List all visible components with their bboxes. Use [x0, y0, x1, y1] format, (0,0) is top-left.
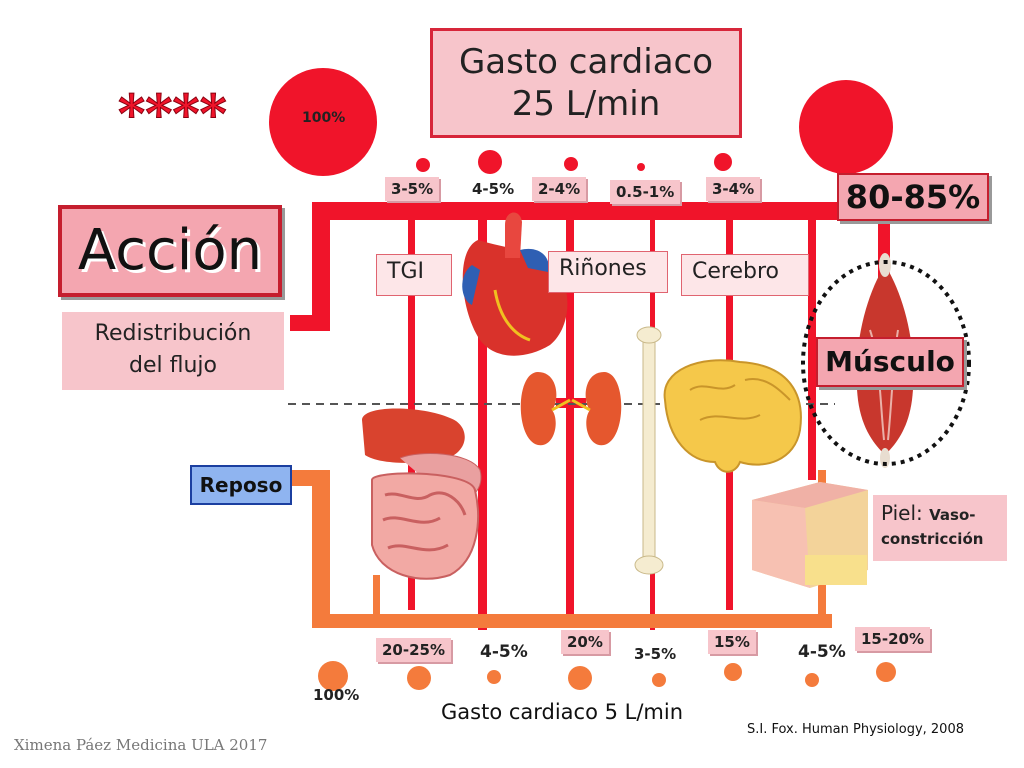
kidneys-rest-percent: 20% — [561, 630, 609, 654]
bone-illustration — [634, 326, 664, 575]
total-action-percent: 100% — [302, 110, 346, 126]
skin-rest-percent: 4-5% — [798, 642, 846, 662]
kidneys-illustration — [520, 372, 622, 446]
total-flow-circle-action — [269, 68, 377, 176]
brain-flow-dot-action — [714, 153, 732, 171]
rest-cardiac-output: Gasto cardiaco 5 L/min — [441, 700, 684, 724]
skin-label-line-1: Piel: Vaso- — [881, 501, 999, 527]
heart-flow-dot-rest — [487, 670, 501, 684]
action-label: Acción — [58, 205, 282, 297]
skin-flow-dot-rest — [805, 673, 819, 687]
muscle-flow-circle-action — [799, 80, 893, 174]
brain-flow-dot-rest — [724, 663, 742, 681]
author-credit: Ximena Páez Medicina ULA 2017 — [14, 736, 268, 754]
brain-rest-percent: 15% — [708, 630, 756, 654]
tgi-label: TGI — [376, 254, 452, 296]
brain-label: Cerebro — [681, 254, 809, 296]
bone-flow-dot-rest — [652, 673, 666, 687]
total-flow-circle-rest — [318, 661, 348, 691]
redistribution-label: Redistribución del flujo — [62, 312, 284, 390]
emphasis-stars: **** — [118, 84, 227, 145]
muscle-label-text: Músculo — [825, 345, 955, 378]
brain-action-percent: 3-4% — [706, 177, 761, 201]
cardiac-output-action-box: Gasto cardiaco 25 L/min — [430, 28, 742, 138]
muscle-rest-percent: 15-20% — [855, 627, 931, 651]
bone-action-percent: 0.5-1% — [610, 180, 681, 204]
kidney-flow-dot-action — [564, 157, 578, 171]
tgi-rest-percent: 20-25% — [376, 638, 452, 662]
skin-illustration — [752, 482, 868, 588]
bone-flow-dot-action — [637, 163, 645, 171]
title-line-2: 25 L/min — [511, 84, 661, 124]
brain-illustration — [663, 359, 802, 473]
skin-detail-line-1: Vaso- — [929, 506, 976, 524]
rest-label-text: Reposo — [199, 473, 283, 497]
rest-label: Reposo — [190, 465, 292, 505]
muscle-label: Músculo — [816, 337, 964, 387]
kidneys-action-percent: 2-4% — [532, 177, 587, 201]
muscle-action-percent: 80-85% — [845, 178, 981, 216]
heart-rest-percent: 4-5% — [480, 642, 528, 662]
muscle-action-percent-box: 80-85% — [837, 173, 989, 221]
tgi-action-percent: 3-5% — [385, 177, 440, 201]
total-rest-percent: 100% — [313, 686, 360, 704]
heart-flow-dot-action — [478, 150, 502, 174]
muscle-flow-dot-rest — [876, 662, 896, 682]
muscle-highlight-circle — [801, 260, 971, 466]
tgi-flow-dot-action — [416, 158, 430, 172]
redistribution-line-1: Redistribución — [94, 321, 252, 346]
redistribution-line-2: del flujo — [129, 353, 217, 378]
bone-rest-percent: 3-5% — [634, 645, 677, 663]
kidney-flow-dot-rest — [568, 666, 592, 690]
tgi-flow-dot-rest — [407, 666, 431, 690]
title-line-1: Gasto cardiaco — [458, 42, 714, 82]
kidneys-label: Riñones — [548, 251, 668, 293]
heart-action-percent: 4-5% — [472, 180, 515, 198]
skin-label: Piel: Vaso- constricción — [873, 495, 1007, 561]
digestive-tract-illustration — [362, 408, 482, 580]
skin-detail-line-2: constricción — [881, 530, 984, 548]
skin-label-word: Piel: — [881, 501, 923, 525]
action-label-text: Acción — [77, 218, 263, 283]
source-credit: S.I. Fox. Human Physiology, 2008 — [747, 722, 964, 737]
heart-illustration — [462, 212, 568, 356]
